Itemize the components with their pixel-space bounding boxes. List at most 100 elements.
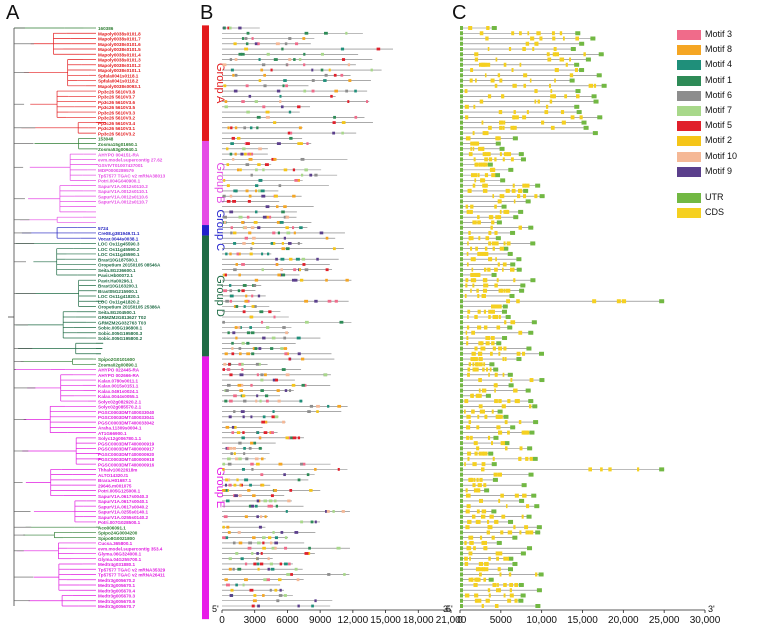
cds-box (503, 152, 508, 157)
cds-box (469, 540, 474, 545)
cds-box (477, 251, 480, 256)
motif-box (247, 200, 251, 203)
motif-box (253, 221, 258, 224)
utr-box (460, 83, 463, 88)
motif-box (243, 126, 247, 130)
cds-box (588, 83, 594, 88)
motif-box (226, 147, 229, 151)
cds-box (529, 456, 533, 461)
motif-box (226, 184, 230, 188)
cds-box (498, 498, 501, 503)
utr-box (526, 514, 532, 519)
cds-box (467, 241, 469, 246)
motif-box (345, 278, 349, 282)
cds-box (480, 514, 486, 519)
cds-box (535, 572, 538, 577)
cds-box (483, 546, 488, 551)
cds-box (539, 36, 543, 41)
cds-box (464, 399, 469, 404)
motif-box (263, 373, 267, 377)
motif-box (242, 310, 246, 314)
motif-box (228, 483, 232, 487)
cds-box (481, 146, 485, 151)
cds-box (483, 483, 487, 488)
motif-box (255, 184, 259, 188)
cds-box (501, 404, 506, 409)
motif-box (240, 557, 244, 561)
cds-box (493, 304, 499, 309)
motif-box (267, 252, 270, 256)
motif-box (293, 268, 297, 272)
leaf-label: Tp57577 TGAC v2 mRNA38013 (98, 173, 166, 178)
motif-box (234, 152, 237, 156)
cds-box (474, 577, 478, 582)
motif-box (238, 326, 241, 329)
cds-box (506, 299, 511, 304)
cds-box (494, 283, 498, 288)
utr-box (491, 509, 497, 514)
cds-box (495, 372, 498, 377)
cds-box (488, 157, 493, 162)
cds-box (492, 315, 497, 319)
cds-box (485, 236, 490, 241)
motif-box (336, 546, 341, 550)
motif-box (276, 142, 281, 145)
motif-7-swatch (677, 105, 701, 116)
leaf-label: Pp3c26 5610V3.7 (98, 95, 135, 100)
cds-box (473, 157, 476, 162)
utr-box (529, 430, 535, 435)
motif-box (283, 336, 287, 340)
cds-box (494, 604, 499, 608)
leaf-label: GRMZM2G813627 T02 (98, 315, 146, 320)
motif-box (354, 115, 358, 119)
utr-box (460, 52, 463, 57)
motif-box (287, 131, 291, 135)
motif-box (284, 536, 288, 540)
leaf-label: Mapoly0038s0101.1 (98, 68, 141, 73)
leaf-label: 29646.m001075 (98, 483, 132, 488)
motif-box (270, 567, 275, 571)
utr-box (516, 357, 522, 362)
motif-box (325, 510, 328, 513)
leaf-label: LOC Os11g45590.1 (98, 252, 140, 257)
motif-box (250, 331, 255, 335)
cds-box (488, 315, 491, 319)
motif-box (255, 210, 258, 214)
cds-box (474, 451, 478, 456)
motif-box (230, 231, 233, 235)
motif-box (257, 567, 260, 571)
motif-box (306, 473, 310, 477)
motif-box (297, 604, 300, 608)
motif-box (245, 163, 250, 167)
cds-box (477, 414, 480, 419)
utr-box (460, 357, 463, 362)
cds-box (470, 435, 473, 440)
motif-box (270, 68, 273, 72)
cds-box (487, 267, 491, 272)
motif-box (228, 446, 233, 450)
leaf-label: Pp3c26 5610V3.4 (98, 121, 135, 126)
cds-box (488, 525, 493, 530)
legend-label: Motif 6 (705, 89, 733, 100)
motif-box (242, 415, 245, 419)
utr-box (460, 341, 463, 346)
axis-c-tick-label: 10,000 (526, 615, 557, 626)
motif-box (307, 410, 311, 413)
cds-box (564, 94, 568, 99)
utr-box (460, 157, 463, 162)
motif-box (222, 525, 225, 529)
cds-box (472, 131, 475, 136)
cds-box (569, 57, 571, 62)
cds-box (468, 230, 471, 235)
cds-box (491, 341, 495, 346)
cds-box (470, 146, 472, 151)
motif-box (354, 89, 357, 93)
motif-box (244, 236, 248, 240)
motif-box (293, 58, 296, 61)
motif-box (264, 394, 269, 398)
motif-box (249, 326, 252, 329)
motif-box (370, 68, 373, 72)
legend-label: Motif 2 (705, 135, 733, 146)
leaf-label: Kalax.0780s0011.1 (98, 378, 139, 383)
cds-box (528, 404, 532, 409)
